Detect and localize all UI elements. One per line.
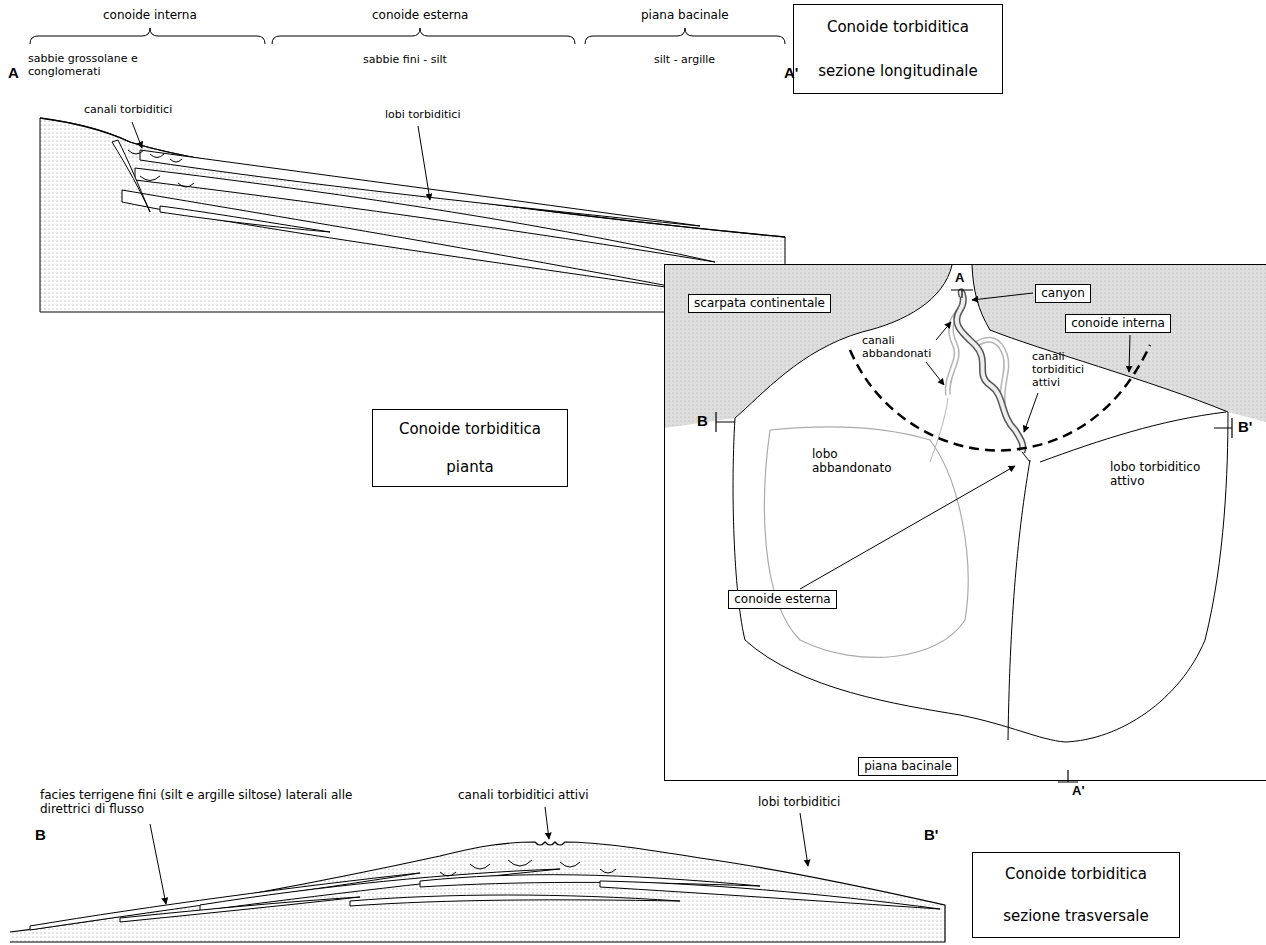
annotation: canali torbiditici <box>84 103 172 116</box>
box-text: Conoide torbiditica pianta <box>385 410 555 486</box>
box-text: Conoide torbiditica sezione longitudinal… <box>806 5 990 93</box>
annotation: lobi torbiditici <box>758 795 840 809</box>
section-letter: B <box>697 412 708 430</box>
section-letter: A' <box>1072 783 1084 799</box>
box-text: conoide interna <box>1071 316 1165 331</box>
region-box: conoide interna <box>1065 314 1171 333</box>
box-text: scarpata continentale <box>694 296 825 311</box>
annotation: sabbie fini - silt <box>363 53 447 66</box>
section-letter: A <box>8 64 19 82</box>
box-text: Conoide torbiditica sezione trasversale <box>985 853 1167 937</box>
box-text: conoide esterna <box>734 592 830 607</box>
region-box: canyon <box>1035 284 1091 303</box>
box-text: canyon <box>1041 286 1085 301</box>
annotation: lobi torbiditici <box>385 108 460 121</box>
section-letter: B' <box>1238 418 1252 436</box>
annotation: canali torbiditici attivi <box>458 788 589 802</box>
transverse-section <box>10 807 945 942</box>
section-letter: A <box>955 270 964 286</box>
title-box: Conoide torbiditica pianta <box>372 409 568 487</box>
annotation: sabbie grossolane e conglomerati <box>28 52 153 78</box>
annotation: conoide esterna <box>372 8 468 22</box>
region-box: conoide esterna <box>728 590 837 609</box>
annotation: piana bacinale <box>641 8 729 22</box>
title-box: Conoide torbiditica sezione longitudinal… <box>793 4 1003 94</box>
annotation: canali abbandonati <box>862 334 931 360</box>
section-letter: B' <box>924 826 938 844</box>
annotation: lobo torbiditico attivo <box>1110 460 1228 489</box>
title-box: Conoide torbiditica sezione trasversale <box>972 852 1180 938</box>
braces <box>30 28 785 44</box>
region-box: piana bacinale <box>858 757 958 776</box>
box-text: piana bacinale <box>864 759 952 774</box>
annotation: silt - argille <box>654 53 715 66</box>
annotation: conoide interna <box>103 8 197 22</box>
annotation: facies terrigene fini (silt e argille si… <box>40 788 385 817</box>
section-letter: A' <box>784 64 798 82</box>
region-box: scarpata continentale <box>688 294 831 313</box>
annotation: lobo abbandonato <box>812 447 892 476</box>
annotation: canali torbiditici attivi <box>1032 350 1084 390</box>
plan-view <box>665 265 1266 783</box>
section-letter: B <box>35 826 46 844</box>
